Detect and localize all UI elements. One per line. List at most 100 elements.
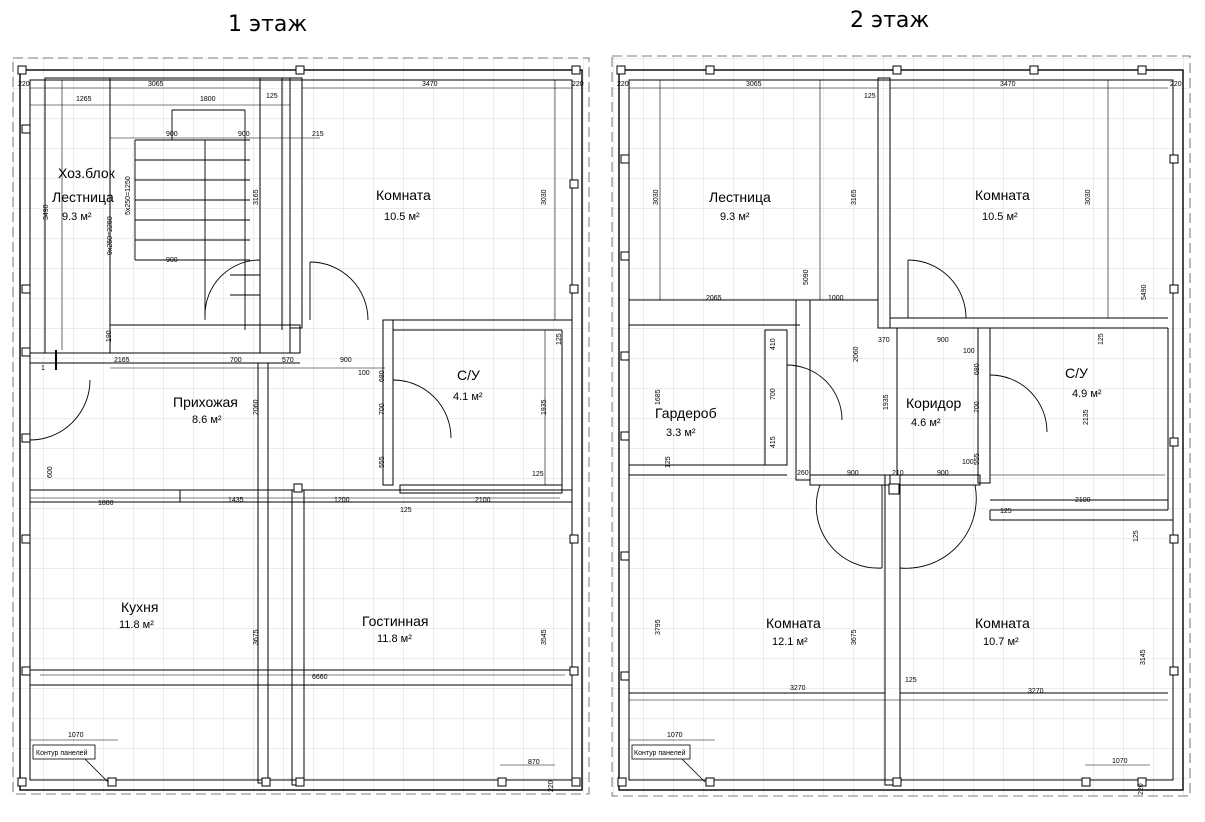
dim-label: 9х250=2250 [107, 216, 114, 255]
dim-label: 2060 [253, 399, 260, 415]
floor2-grid [612, 56, 1190, 796]
dim-label: 2100 [1075, 497, 1091, 504]
dim-label: 3030 [1085, 189, 1092, 205]
room-name: Кухня [121, 599, 158, 615]
dim-label: 3165 [851, 189, 858, 205]
room-area: 10.5 м² [982, 211, 1018, 223]
dim-label: 3270 [1028, 688, 1044, 695]
room-name: Коридор [906, 395, 962, 411]
floor2-panel-contour-label-box [631, 744, 691, 760]
room-area: 10.5 м² [384, 211, 420, 223]
dim-label: 680 [379, 370, 386, 382]
dim-label: 125 [266, 93, 278, 100]
room-name: Комната [766, 615, 821, 631]
room-area: 11.8 м² [377, 633, 412, 645]
dim-label: 3490 [43, 204, 50, 220]
floor2-dimension-lines [629, 80, 1168, 766]
room-area: 11.8 м² [119, 619, 154, 631]
room-area: 3.3 м² [666, 427, 696, 439]
dim-label: 5490 [1141, 284, 1148, 300]
dim-label: 1435 [228, 497, 244, 504]
panel-contour-label: Контур панелей [634, 749, 686, 757]
dim-label: 900 [166, 131, 178, 138]
dim-label: 125 [905, 677, 917, 684]
dim-label: 3675 [253, 629, 260, 645]
dim-label: 6660 [312, 674, 328, 681]
floor2-room-labels: Лестница 9.3 м² Комната 10.5 м² Гардероб… [655, 187, 1102, 648]
dim-label: 1265 [76, 96, 92, 103]
room-name: Комната [376, 187, 431, 203]
dim-label: 555 [974, 453, 981, 465]
floor2-interior-walls [629, 77, 1173, 786]
dim-label: 3545 [541, 629, 548, 645]
dim-label: 220 [1138, 783, 1145, 795]
dim-label: 1200 [334, 497, 350, 504]
dim-label: 100 [358, 370, 370, 377]
dim-label: 3145 [1140, 649, 1147, 665]
floor1-room-labels: Хоз.блок Лестница 9.3 м² Комната 10.5 м²… [52, 165, 483, 645]
dim-label: 3065 [148, 81, 164, 88]
floor2-plan [611, 55, 1191, 797]
dim-label: 3675 [851, 629, 858, 645]
dim-label: 190 [106, 330, 113, 342]
room-area: 8.6 м² [192, 414, 222, 426]
dim-label: 900 [937, 470, 949, 477]
dim-label: 1935 [883, 394, 890, 410]
dim-label: 125 [1098, 333, 1105, 345]
dim-label: 1 [41, 365, 45, 372]
dim-label: 3065 [746, 81, 762, 88]
dim-label: 3165 [253, 189, 260, 205]
dim-label: 260 [797, 470, 809, 477]
dim-label: 125 [1000, 508, 1012, 515]
dim-label: 700 [379, 403, 386, 415]
dim-label: 1935 [541, 399, 548, 415]
floor1-plan [12, 57, 590, 795]
dim-label: 5х250=1250 [125, 176, 132, 215]
dim-label: 215 [312, 131, 324, 138]
dim-label: 125 [1133, 530, 1140, 542]
dim-label: 100 [962, 459, 974, 466]
dim-label: 410 [770, 338, 777, 350]
dim-label: 555 [379, 456, 386, 468]
dim-label: 125 [532, 471, 544, 478]
dim-label: 1070 [667, 732, 683, 739]
dim-label: 125 [864, 93, 876, 100]
floor2-dashed-outline [611, 55, 1191, 797]
dim-label: 2065 [706, 295, 722, 302]
floor1-stair-steps [134, 109, 260, 330]
dim-label: 1070 [1112, 758, 1128, 765]
dim-label: 700 [770, 388, 777, 400]
room-name: Гардероб [655, 405, 717, 421]
dim-label: 900 [847, 470, 859, 477]
dim-label: 1800 [200, 96, 216, 103]
floor1-dashed-outline [12, 57, 590, 795]
room-area: 4.1 м² [453, 391, 483, 403]
dim-label: 2135 [1083, 409, 1090, 425]
dim-label: 700 [230, 357, 242, 364]
dim-label: 700 [974, 401, 981, 413]
room-name: Лестница [52, 189, 114, 205]
dim-label: 3795 [655, 619, 662, 635]
room-area: 9.3 м² [62, 211, 92, 223]
room-name: Прихожая [173, 394, 238, 410]
dim-label: 220 [1170, 81, 1182, 88]
dim-label: 125 [400, 507, 412, 514]
dim-label: 100 [963, 348, 975, 355]
floor1-panel-contour-label-box [32, 744, 96, 760]
dim-label: 125 [665, 456, 672, 468]
dim-label: 3270 [790, 685, 806, 692]
dim-label: 1800 [98, 500, 114, 507]
room-area: 9.3 м² [720, 211, 750, 223]
dim-label: 220 [18, 81, 30, 88]
room-name: Лестница [709, 189, 771, 205]
room-area: 10.7 м² [983, 636, 1019, 648]
dim-label: 3030 [653, 189, 660, 205]
floor2-dimension-labels: 220 3065 3470 220 125 3030 3165 3030 509… [617, 81, 1182, 795]
floor2-columns [616, 65, 1179, 787]
floor1-interior-walls [29, 77, 572, 786]
dim-label: 900 [166, 257, 178, 264]
dim-label: 680 [974, 363, 981, 375]
dim-label: 1070 [68, 732, 84, 739]
floor1-doors [29, 261, 452, 441]
floor2-title: 2 этаж [850, 8, 930, 33]
